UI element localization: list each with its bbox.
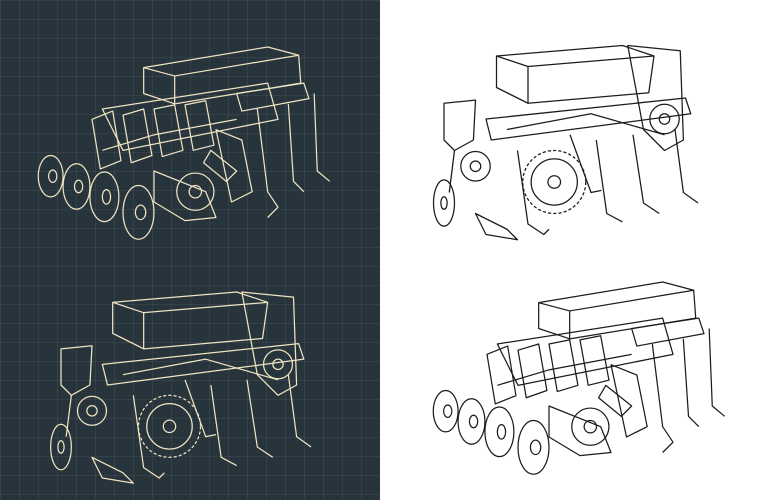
paper-panel xyxy=(380,0,760,500)
seed-drill-drawing-icon xyxy=(30,35,340,245)
blueprint-panel xyxy=(0,0,380,500)
seed-drill-drawing-icon xyxy=(30,280,340,490)
seed-drill-drawing-icon xyxy=(425,270,735,480)
seed-drill-drawing-icon xyxy=(410,35,730,245)
